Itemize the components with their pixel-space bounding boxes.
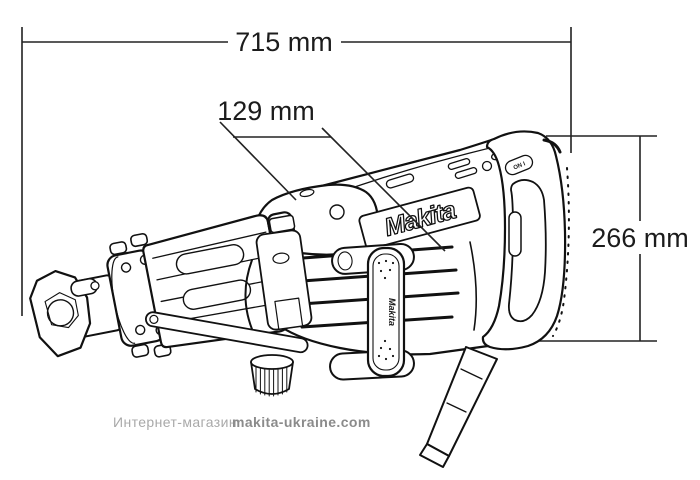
- grip-dots: [377, 259, 395, 361]
- side-handle-label: Makita: [387, 298, 397, 326]
- dimension-label-overall-height: 266 mm: [591, 223, 689, 253]
- leader-lines: [219, 121, 446, 252]
- handle-strut: [255, 229, 313, 331]
- switch-label-text: ON I: [513, 161, 527, 171]
- crank-cap-bolt: [299, 188, 315, 198]
- power-switch-label: ON I: [504, 154, 534, 176]
- housing-rear-seam: [469, 241, 478, 331]
- clamp-bolt: [268, 214, 296, 234]
- leader-line-front: [219, 121, 297, 201]
- side-handle: Makita: [329, 242, 415, 381]
- ribbed-barrel: [142, 214, 289, 349]
- clamp-knob: [250, 354, 294, 397]
- watermark: Интернет-магазин makita-ukraine.com: [113, 414, 371, 430]
- watermark-site-text: makita-ukraine.com: [232, 414, 371, 430]
- watermark-shop-text: Интернет-магазин: [113, 414, 237, 430]
- handle-top-accent: [542, 138, 562, 154]
- crank-cap-screw: [329, 204, 345, 220]
- tool-illustration: Makita ON I: [29, 130, 570, 468]
- trigger-switch: [508, 211, 522, 257]
- side-handle-grip: [366, 246, 406, 378]
- chuck: [29, 269, 100, 358]
- dimension-label-head-offset: 129 mm: [217, 96, 315, 126]
- power-cord: [419, 346, 498, 468]
- handle-hidden-edge: [552, 167, 570, 337]
- leader-line-rear: [321, 127, 446, 252]
- dimension-lines: [21, 27, 657, 342]
- retainer-strap: [144, 311, 309, 354]
- dimension-label-overall-length: 715 mm: [235, 27, 333, 57]
